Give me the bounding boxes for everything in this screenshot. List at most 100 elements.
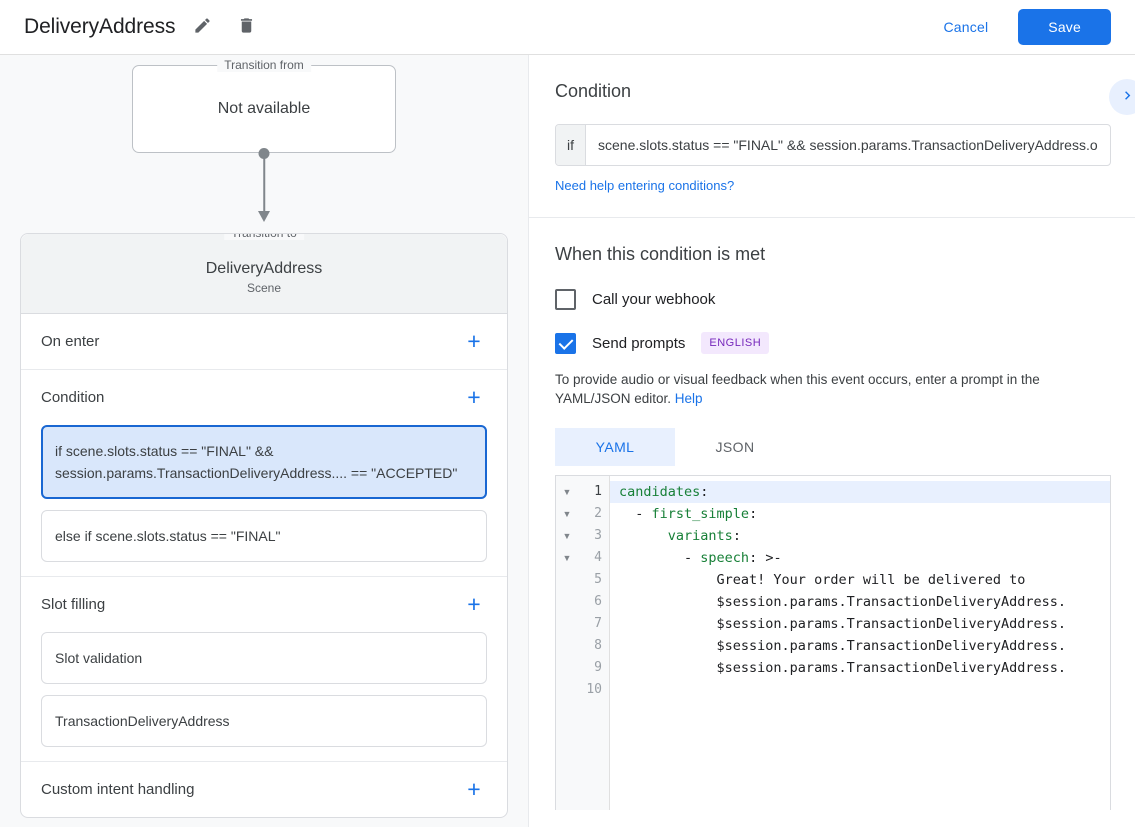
prompts-help-link[interactable]: Help [674,391,703,406]
editor-format-tabs: YAML JSON [555,428,1111,466]
tab-yaml[interactable]: YAML [555,428,675,466]
code-line[interactable]: $session.params.TransactionDeliveryAddre… [619,594,1067,610]
condition-input-row: if [555,124,1111,166]
section-title-slot-filling: Slot filling [41,596,106,613]
edit-name-button[interactable] [185,10,219,44]
page-title: DeliveryAddress [24,15,176,38]
line-number: 3 [594,528,602,543]
top-app-bar: DeliveryAddress Cancel Save [0,0,1135,55]
send-prompts-checkbox[interactable] [555,332,576,354]
fold-spacer [556,569,578,591]
code-line[interactable]: $session.params.TransactionDeliveryAddre… [619,616,1067,632]
code-line[interactable] [610,679,1110,701]
scene-card: Transition to DeliveryAddress Scene On e… [20,233,508,818]
section-title-condition: Condition [41,389,105,406]
section-custom-intent-handling: Custom intent handling + [21,762,507,817]
add-condition-button[interactable]: + [461,385,487,411]
yaml-key: first_simple [651,506,750,522]
prompts-hint-text: To provide audio or visual feedback when… [555,372,1040,406]
fold-spacer [556,679,578,701]
condition-help-link[interactable]: Need help entering conditions? [555,178,735,193]
code-line[interactable]: - speech: >- [619,550,782,566]
scene-type-label: Scene [246,281,282,295]
fold-spacer [556,657,578,679]
transition-to-header: Transition to DeliveryAddress Scene [21,234,507,314]
line-number: 10 [586,682,602,697]
webhook-row: Call your webhook [555,289,1111,310]
delete-button[interactable] [229,10,263,44]
condition-list: if scene.slots.status == "FINAL" && sess… [41,425,487,576]
scene-name: DeliveryAddress [205,260,323,277]
yaml-key: speech [700,550,750,566]
editor-code-area[interactable]: candidates: - first_simple: variants: - … [610,476,1110,810]
section-on-enter: On enter + [21,314,507,370]
fold-toggle-icon[interactable]: ▼ [562,487,572,497]
tab-json[interactable]: JSON [675,428,795,466]
fold-toggle-icon[interactable]: ▼ [562,531,572,541]
code-line[interactable]: $session.params.TransactionDeliveryAddre… [619,638,1067,654]
language-badge: ENGLISH [701,332,770,354]
chevron-right-icon [1119,87,1135,107]
section-header-custom-intent: Custom intent handling + [41,762,487,817]
fold-spacer [556,591,578,613]
yaml-punct: : [700,484,709,500]
yaml-punct: : [732,528,741,544]
cancel-button[interactable]: Cancel [930,10,1003,44]
pencil-icon [193,16,212,38]
add-custom-intent-button[interactable]: + [461,777,487,803]
yaml-punct: : >- [749,550,782,566]
send-prompts-row: Send prompts ENGLISH [555,332,1111,354]
line-number: 9 [594,660,602,675]
fold-toggle-icon[interactable]: ▼ [562,553,572,563]
slot-validation-item[interactable]: Slot validation [41,632,487,684]
condition-detail-section: Condition if Need help entering conditio… [529,55,1135,218]
trash-icon [237,16,256,38]
code-line[interactable]: $session.params.TransactionDeliveryAddre… [619,660,1067,676]
detail-pane: Condition if Need help entering conditio… [529,55,1135,827]
section-header-condition: Condition + [41,370,487,425]
code-line[interactable]: candidates: [610,481,1110,503]
when-met-heading: When this condition is met [555,244,766,264]
code-line[interactable]: variants: [610,525,1110,547]
add-on-enter-button[interactable]: + [461,329,487,355]
transition-to-legend: Transition to [224,234,304,240]
code-line[interactable]: Great! Your order will be delivered to [619,572,1026,588]
send-prompts-label: Send prompts [592,334,686,352]
connector-dot [258,148,270,159]
editor-fold-gutter[interactable]: ▼ ▼ ▼ ▼ [556,476,578,810]
transition-from-value: Not available [217,100,311,117]
condition-if-label: if [556,125,586,165]
line-number: 2 [594,506,602,521]
fold-spacer [556,613,578,635]
section-title-custom-intent: Custom intent handling [41,781,195,798]
fold-toggle-icon[interactable]: ▼ [562,509,572,519]
condition-expression-input[interactable] [586,125,1110,165]
when-condition-met-section: When this condition is met Call your web… [529,218,1135,827]
prompts-hint: To provide audio or visual feedback when… [555,370,1111,408]
add-slot-filling-button[interactable]: + [461,592,487,618]
slot-item[interactable]: TransactionDeliveryAddress [41,695,487,747]
collapse-panel-button[interactable] [1109,79,1135,115]
line-number: 6 [594,594,602,609]
section-title-on-enter: On enter [41,333,100,350]
line-number: 8 [594,638,602,653]
slot-filling-list: Slot validation TransactionDeliveryAddre… [41,632,487,761]
condition-item[interactable]: else if scene.slots.status == "FINAL" [41,510,487,562]
line-number: 4 [594,550,602,565]
code-line[interactable]: - first_simple: [619,506,758,522]
transition-graph: Transition from Not available Transition… [0,55,528,818]
line-number: 5 [594,572,602,587]
transition-from-legend: Transition from [217,58,311,72]
condition-item-selected[interactable]: if scene.slots.status == "FINAL" && sess… [41,425,487,499]
yaml-punct: : [749,506,758,522]
line-number: 7 [594,616,602,631]
section-slot-filling: Slot filling + Slot validation Transacti… [21,577,507,762]
call-webhook-checkbox[interactable] [555,289,576,310]
section-condition: Condition + if scene.slots.status == "FI… [21,370,507,577]
section-header-slot-filling: Slot filling + [41,577,487,632]
save-button[interactable]: Save [1018,9,1111,45]
yaml-key: candidates [619,484,701,500]
connector-arrow-icon [258,211,270,222]
